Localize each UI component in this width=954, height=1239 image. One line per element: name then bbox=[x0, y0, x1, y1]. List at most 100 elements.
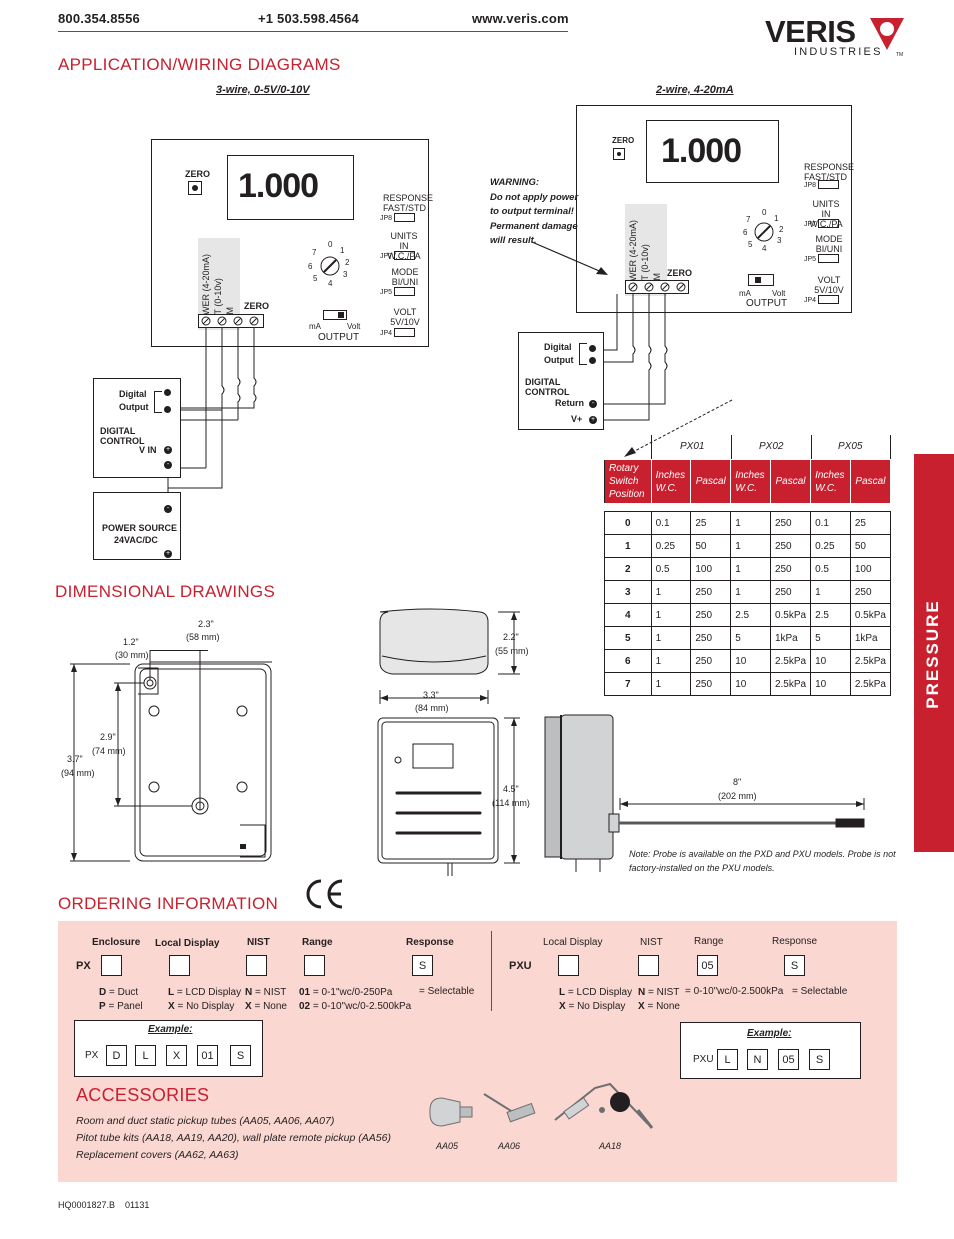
accessory-images bbox=[429, 1082, 654, 1129]
range-group-px05: PX05 bbox=[838, 441, 863, 452]
px-range-box[interactable] bbox=[304, 955, 325, 976]
px-nist-options: N = NIST X = None bbox=[245, 987, 287, 1012]
pressure-side-tab: PRESSURE bbox=[914, 454, 954, 852]
px-response-box[interactable]: S bbox=[412, 955, 433, 976]
left-terminal-block bbox=[198, 314, 264, 328]
range-header-pa-1: Pascal bbox=[690, 459, 732, 504]
left-lcd-display: 1.000 bbox=[227, 155, 354, 220]
accessory-label-aa06: AA06 bbox=[498, 1141, 521, 1151]
left-power-source-box: POWER SOURCE 24VAC/DC - + bbox=[93, 492, 181, 560]
px-header-response: Response bbox=[406, 937, 454, 948]
right-zero2-label: ZERO bbox=[667, 268, 693, 278]
dim-h3: 4.5" bbox=[503, 784, 519, 794]
aa05-icon bbox=[429, 1097, 473, 1127]
px-example-d: D bbox=[106, 1045, 127, 1066]
warning-arrow bbox=[531, 241, 608, 275]
px-range-options: 01 = 0-1"wc/0-250Pa 02 = 0-10"wc/0-2.500… bbox=[299, 987, 412, 1012]
enclosure-side-view bbox=[544, 714, 865, 872]
right-zero-label: ZERO bbox=[612, 136, 635, 145]
pxu-example-l: L bbox=[717, 1049, 738, 1070]
range-header-inwc-2: Inches W.C. bbox=[730, 459, 771, 504]
power-source-sub: 24VAC/DC bbox=[114, 535, 158, 545]
dim-d: 2.2" bbox=[503, 632, 519, 642]
range-header-inwc-1: Inches W.C. bbox=[650, 459, 692, 504]
right-vplus-label: V+ bbox=[571, 414, 583, 424]
dim-h2-mm: (94 mm) bbox=[61, 768, 95, 778]
right-digital-label: Digital bbox=[544, 342, 572, 352]
left-digital-control-label: DIGITAL CONTROL bbox=[100, 426, 145, 446]
px-display-options: L = LCD Display X = No Display bbox=[168, 987, 242, 1012]
pxu-range-desc: = 0-10"wc/0-2.500kPa bbox=[685, 986, 784, 997]
px-display-box[interactable] bbox=[169, 955, 190, 976]
pxu-display-box[interactable] bbox=[558, 955, 579, 976]
left-jp7-jumper[interactable] bbox=[394, 251, 415, 260]
right-return-label: Return bbox=[555, 398, 584, 408]
right-jp4-jumper[interactable] bbox=[818, 295, 839, 304]
right-digital-control-box: Digital Output DIGITAL CONTROL Return V+… bbox=[518, 332, 604, 430]
logo-text: VERIS bbox=[765, 14, 856, 49]
left-vin-label: V IN bbox=[139, 445, 157, 455]
right-device-board bbox=[576, 105, 852, 313]
pxu-range-box[interactable]: 05 bbox=[697, 955, 718, 976]
right-jp4: JP4 bbox=[804, 297, 817, 304]
right-digital-control-label: DIGITAL CONTROL bbox=[525, 377, 570, 397]
dim-probe-mm: (202 mm) bbox=[718, 791, 757, 801]
right-output-switch[interactable] bbox=[748, 274, 774, 286]
px-example-s: S bbox=[230, 1045, 251, 1066]
pxu-example-label: Example: bbox=[747, 1028, 792, 1039]
pxu-header-range: Range bbox=[694, 936, 724, 947]
wiring-right-title: 2-wire, 4-20mA bbox=[656, 84, 734, 96]
px-example-label: Example: bbox=[148, 1024, 193, 1035]
document-id: HQ0001827.B 01131 bbox=[58, 1200, 150, 1210]
px-header-nist: NIST bbox=[247, 937, 270, 948]
left-jp5-jumper[interactable] bbox=[394, 287, 415, 296]
px-example-l: L bbox=[135, 1045, 156, 1066]
left-output-switch[interactable] bbox=[323, 310, 347, 320]
power-source-label: POWER SOURCE bbox=[102, 523, 178, 533]
phone-us: 800.354.8556 bbox=[58, 11, 140, 26]
right-jp7-jumper[interactable] bbox=[818, 219, 839, 228]
right-rotary-switch[interactable] bbox=[736, 208, 792, 258]
website[interactable]: www.veris.com bbox=[472, 11, 569, 26]
pxu-nist-box[interactable] bbox=[638, 955, 659, 976]
px-header-range: Range bbox=[302, 937, 333, 948]
left-zero2-label: ZERO bbox=[244, 301, 270, 311]
left-jp4-jumper[interactable] bbox=[394, 328, 415, 337]
right-ma-label: mA bbox=[739, 289, 751, 298]
px-example-prefix: PX bbox=[85, 1050, 99, 1061]
pxu-nist-options: N = NIST X = None bbox=[638, 987, 680, 1012]
range-group-px01: PX01 bbox=[680, 441, 705, 452]
px-example-x: X bbox=[166, 1045, 187, 1066]
right-volt-switch-label: Volt bbox=[772, 289, 786, 298]
pxu-example-n: N bbox=[747, 1049, 768, 1070]
pxu-response-box[interactable]: S bbox=[784, 955, 805, 976]
dim-h3-mm: (114 mm) bbox=[492, 798, 530, 808]
accessory-line: Room and duct static pickup tubes (AA05,… bbox=[76, 1115, 335, 1127]
px-enclosure-box[interactable] bbox=[101, 955, 122, 976]
left-rotary-switch[interactable] bbox=[300, 240, 360, 290]
left-jp8-jumper[interactable] bbox=[394, 213, 415, 222]
left-volt-switch-label: Volt bbox=[347, 322, 361, 331]
pxu-example-range: 05 bbox=[778, 1049, 799, 1070]
px-header-enclosure: Enclosure bbox=[92, 937, 141, 948]
right-zero-button[interactable] bbox=[613, 148, 625, 160]
px-example-box: Example: PX D L X 01 S bbox=[74, 1020, 263, 1077]
probe-note: Note: Probe is available on the PXD and … bbox=[629, 849, 896, 873]
left-dial-labels: 0 1 2 3 4 5 6 7 bbox=[308, 240, 350, 288]
px-nist-box[interactable] bbox=[246, 955, 267, 976]
right-jp5-jumper[interactable] bbox=[818, 254, 839, 263]
left-digital-control-box: Digital Output DIGITAL CONTROL V IN + - bbox=[93, 378, 181, 478]
logo-v-icon bbox=[870, 18, 904, 50]
dim-w2-mm: (30 mm) bbox=[115, 650, 149, 660]
right-jp8-jumper[interactable] bbox=[818, 180, 839, 189]
range-header-position: Rotary Switch Position bbox=[604, 459, 652, 504]
veris-logo: VERIS INDUSTRIES TM bbox=[762, 14, 912, 64]
left-zero-button[interactable] bbox=[188, 181, 202, 195]
left-output-label2: Output bbox=[119, 402, 149, 412]
